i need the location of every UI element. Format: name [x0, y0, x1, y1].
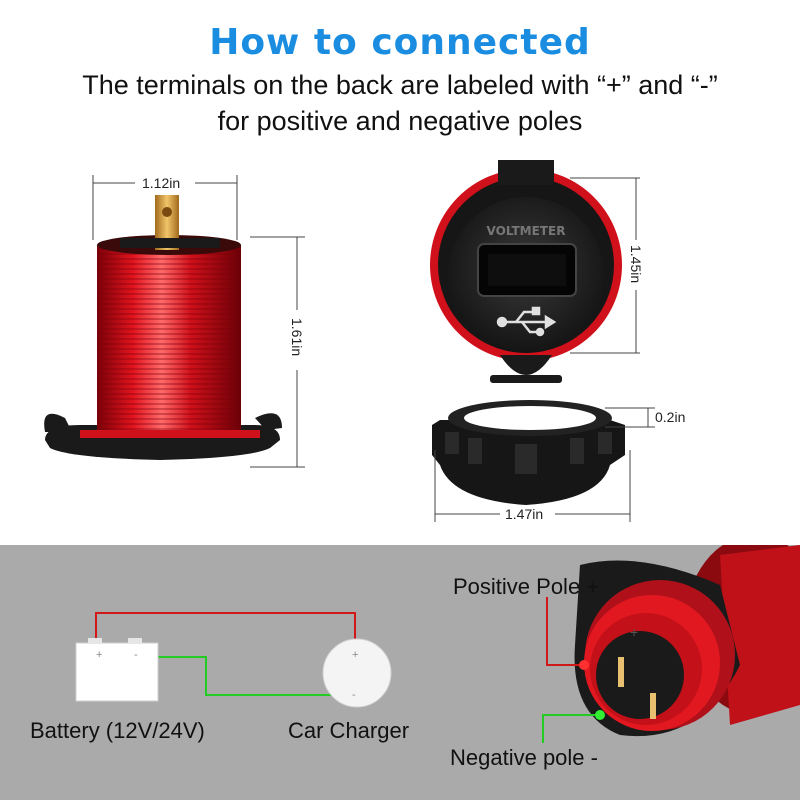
positive-wire — [95, 612, 356, 652]
socket-rear-view: + — [574, 545, 800, 737]
car-charger: + - — [322, 638, 392, 708]
dim-height-face: 1.45in — [628, 245, 644, 283]
dimension-diagrams: 1.12in 1.61in VOLTMETER — [44, 160, 685, 522]
negative-wire — [137, 656, 340, 696]
dim-nut-thickness: 0.2in — [655, 409, 685, 425]
usb-icon — [496, 306, 557, 337]
socket-side-view — [44, 195, 282, 460]
battery-label: Battery (12V/24V) — [30, 718, 205, 743]
lock-nut — [432, 400, 625, 505]
socket-front-view: VOLTMETER — [430, 160, 622, 383]
dim-width-socket: 1.12in — [142, 175, 180, 191]
positive-pole-pointer — [546, 597, 584, 666]
positive-pole-label: Positive Pole + — [453, 574, 600, 599]
battery-minus: - — [134, 649, 138, 661]
dim-height-socket: 1.61in — [289, 318, 305, 356]
voltmeter-face-label: VOLTMETER — [487, 224, 566, 238]
dim-nut-width: 1.47in — [505, 506, 543, 522]
wiring-diagram: + - + - + — [75, 545, 800, 743]
negative-pole-pointer — [542, 714, 600, 743]
negative-pole-label: Negative pole - — [450, 745, 598, 770]
battery-plus: + — [96, 649, 102, 661]
negative-pole-dot — [595, 710, 605, 720]
rear-plus-mark: + — [630, 624, 638, 640]
positive-pole-dot — [579, 660, 589, 670]
battery: + - — [75, 638, 159, 702]
charger-minus: - — [352, 689, 356, 701]
charger-label: Car Charger — [288, 718, 410, 743]
charger-plus: + — [352, 649, 358, 661]
page-title: How to connected — [209, 22, 591, 63]
subtitle-line-1: The terminals on the back are labeled wi… — [82, 70, 718, 100]
subtitle-line-2: for positive and negative poles — [217, 106, 583, 136]
